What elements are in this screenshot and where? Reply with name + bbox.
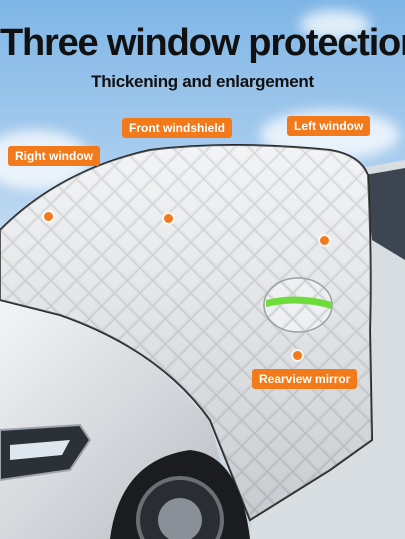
cloud bbox=[300, 10, 370, 40]
marker-left-window bbox=[320, 236, 329, 245]
strap bbox=[266, 296, 332, 309]
callout-left-window: Left window bbox=[287, 116, 371, 136]
headline-subtitle: Thickening and enlargement bbox=[91, 72, 314, 91]
callout-right-window: Right window bbox=[8, 146, 100, 166]
callout-front-windshield: Front windshield bbox=[122, 118, 232, 138]
callout-rearview-mirror: Rearview mirror bbox=[252, 369, 358, 389]
headline-title: Three window protection bbox=[0, 22, 405, 64]
marker-rearview-mirror bbox=[293, 351, 302, 360]
marker-right-window bbox=[44, 212, 53, 221]
marker-front-windshield bbox=[164, 214, 173, 223]
car-side-window bbox=[365, 168, 405, 260]
